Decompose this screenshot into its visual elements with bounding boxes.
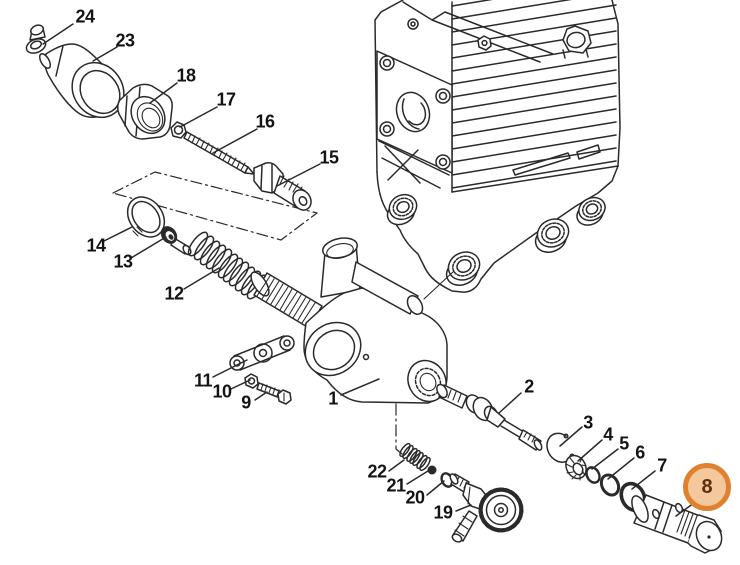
- pump-top-bolt: [477, 35, 492, 51]
- pump-fins: [451, 0, 617, 189]
- part-label-5[interactable]: 5: [619, 433, 629, 454]
- part-label-3[interactable]: 3: [583, 412, 593, 433]
- part-9-bolt: [256, 382, 292, 405]
- part-label-16[interactable]: 16: [255, 111, 275, 132]
- part-label-9[interactable]: 9: [241, 392, 251, 413]
- part-15-plug-fitting: [253, 162, 312, 211]
- part-1-manifold: [250, 237, 448, 404]
- part-label-11[interactable]: 11: [193, 370, 213, 391]
- part-label-13[interactable]: 13: [113, 251, 133, 272]
- part-19-drain-valve: [449, 473, 524, 543]
- part-22-spring: [399, 442, 431, 472]
- part-11-link-plate: [229, 335, 295, 371]
- part-16-threaded-rod: [183, 131, 255, 175]
- part-label-17[interactable]: 17: [216, 89, 236, 110]
- part-label-20[interactable]: 20: [405, 487, 425, 508]
- highlighted-part-badge[interactable]: 8: [683, 463, 731, 511]
- part-label-22[interactable]: 22: [367, 461, 387, 482]
- part-label-23[interactable]: 23: [115, 30, 135, 51]
- part-6-oring: [599, 473, 621, 497]
- part-label-6[interactable]: 6: [635, 442, 645, 463]
- part-label-4[interactable]: 4: [603, 424, 613, 445]
- part-label-10[interactable]: 10: [212, 381, 232, 402]
- part-label-18[interactable]: 18: [176, 65, 196, 86]
- part-23-cap: [38, 43, 125, 119]
- part-8-valve-plug: [631, 494, 723, 554]
- part-label-12[interactable]: 12: [164, 283, 184, 304]
- pump-ports: [386, 193, 606, 286]
- part-4-ribbed-nut: [565, 454, 587, 481]
- leader-lines: [42, 23, 695, 517]
- part-21-ball: [427, 465, 437, 475]
- part-label-14[interactable]: 14: [86, 235, 106, 256]
- part-2-valve-spindle: [436, 383, 543, 451]
- part-label-21[interactable]: 21: [386, 475, 406, 496]
- pump-body: [374, 0, 621, 293]
- part-label-15[interactable]: 15: [319, 147, 339, 168]
- part-label-7[interactable]: 7: [657, 455, 667, 476]
- part-label-24[interactable]: 24: [75, 6, 95, 27]
- highlighted-part-number: 8: [701, 476, 713, 498]
- part-label-2[interactable]: 2: [524, 376, 534, 397]
- part-label-19[interactable]: 19: [433, 502, 453, 523]
- pump-flange: [376, 50, 453, 174]
- part-24-capnut: [25, 24, 47, 54]
- pump-top-plug: [562, 25, 592, 59]
- part-18-ring-nut: [116, 83, 173, 140]
- part-5-oring: [585, 466, 601, 484]
- part-label-1[interactable]: 1: [328, 388, 338, 409]
